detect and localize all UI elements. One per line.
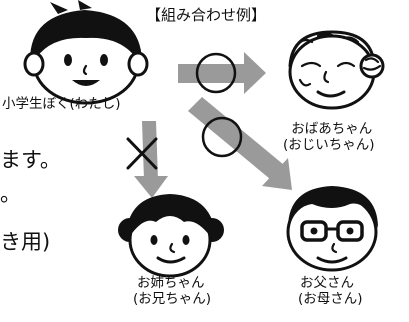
diagram-title: 【組み合わせ例】 xyxy=(146,6,267,24)
arrow-to-parent xyxy=(188,97,292,190)
grandmother-face-icon xyxy=(288,30,385,110)
label-me: 小学生ぼく(わたし) xyxy=(2,96,121,112)
label-sibling-alt: (お兄ちゃん) xyxy=(133,290,212,307)
label-sibling-main: お姉ちゃん xyxy=(137,275,205,291)
label-grandparent-alt: (おじいちゃん) xyxy=(283,136,375,153)
ok-mark-parent xyxy=(201,116,243,158)
label-parent-main: お父さん xyxy=(300,275,354,291)
label-sibling: お姉ちゃん (お兄ちゃん) xyxy=(133,275,212,308)
boy-face-icon xyxy=(23,0,149,105)
side-text-line-3: き用) xyxy=(0,230,51,254)
label-grandparent: おばあちゃん (おじいちゃん) xyxy=(283,121,375,154)
girl-face-icon xyxy=(118,194,224,278)
ng-mark-sibling xyxy=(126,137,158,170)
side-text-line-1: ます。 xyxy=(0,148,61,172)
side-text-line-2: 。 xyxy=(0,182,21,206)
label-grandparent-main: おばあちゃん xyxy=(291,121,373,137)
ok-mark-grandparent xyxy=(195,52,237,94)
label-parent: お父さん (お母さん) xyxy=(298,275,363,308)
father-face-icon xyxy=(286,186,378,272)
arrow-to-sibling xyxy=(134,121,168,198)
arrow-to-grandparent xyxy=(178,52,266,94)
label-parent-alt: (お母さん) xyxy=(298,290,363,307)
